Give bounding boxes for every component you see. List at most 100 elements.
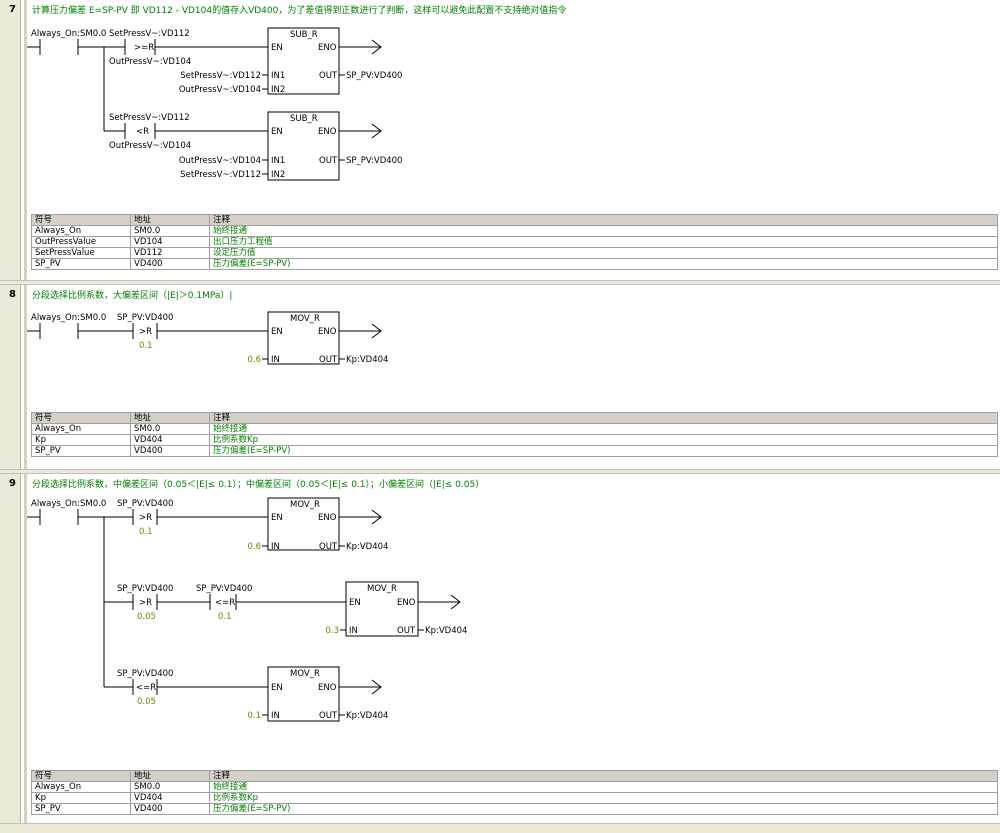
out-operand[interactable]: Kp:VD404 <box>346 711 388 721</box>
network-separator <box>0 280 1000 285</box>
contact-label[interactable]: Always_On:SM0.0 <box>31 313 106 323</box>
compare-top-operand[interactable]: SP_PV:VD400 <box>117 669 173 679</box>
compare-top-operand[interactable]: SP_PV:VD400 <box>117 499 173 509</box>
eno-pin: ENO <box>397 598 416 608</box>
network-number-gutter: 8 <box>0 285 21 470</box>
comment-header: 注释 <box>209 214 998 226</box>
in1-pin: IN1 <box>271 156 285 166</box>
in1-operand[interactable]: SetPressV~:VD112 <box>180 71 261 81</box>
ladder-diagram: Always_On:SM0.0 SP_PV:VD400 >R 0.1 MOV_R… <box>27 497 467 722</box>
eno-pin: ENO <box>318 127 337 137</box>
out-pin: OUT <box>319 711 338 721</box>
eno-pin: ENO <box>318 683 337 693</box>
en-pin: EN <box>271 327 283 337</box>
compare-operator: >=R <box>134 43 154 53</box>
block-name: MOV_R <box>290 500 320 510</box>
compare-bottom-operand[interactable]: 0.05 <box>137 612 156 622</box>
in2-pin: IN2 <box>271 85 285 95</box>
network-title[interactable]: 分段选择比例系数，中偏差区间（0.05＜|E|≤ 0.1）；中偏差区间（0.05… <box>32 480 485 490</box>
compare-operator: <=R <box>215 598 235 608</box>
en-pin: EN <box>271 513 283 523</box>
compare-bottom-operand[interactable]: OutPressV~:VD104 <box>109 57 191 67</box>
in-pin: IN <box>271 711 280 721</box>
network-number: 8 <box>9 289 16 300</box>
compare-bottom-operand[interactable]: 0.1 <box>218 612 232 622</box>
compare-operator: <R <box>136 127 149 137</box>
symbol-header: 符号 <box>31 214 131 226</box>
comment-header: 注释 <box>209 412 998 424</box>
bottom-scroll-area <box>0 823 1000 833</box>
compare-operator: >R <box>139 513 152 523</box>
in1-operand[interactable]: OutPressV~:VD104 <box>179 156 261 166</box>
contact-label[interactable]: Always_On:SM0.0 <box>31 499 106 509</box>
block-name: MOV_R <box>290 314 320 324</box>
compare-bottom-operand[interactable]: OutPressV~:VD104 <box>109 141 191 151</box>
network-9[interactable]: 9 分段选择比例系数，中偏差区间（0.05＜|E|≤ 0.1）；中偏差区间（0.… <box>0 474 1000 823</box>
compare-top-operand[interactable]: SP_PV:VD400 <box>117 584 173 594</box>
in-pin: IN <box>271 542 280 552</box>
in-operand[interactable]: 0.3 <box>325 626 339 636</box>
in-operand[interactable]: 0.1 <box>247 711 261 721</box>
compare-operator: <=R <box>136 683 156 693</box>
out-pin: OUT <box>319 355 338 365</box>
compare-top-operand[interactable]: SP_PV:VD400 <box>196 584 252 594</box>
out-pin: OUT <box>319 542 338 552</box>
network-7[interactable]: 7 计算压力偏差 E=SP-PV 即 VD112 - VD104的值存入VD40… <box>0 0 1000 280</box>
compare-top-operand[interactable]: SetPressV~:VD112 <box>109 113 190 123</box>
address-header: 地址 <box>130 412 210 424</box>
en-pin: EN <box>271 127 283 137</box>
eno-pin: ENO <box>318 43 337 53</box>
out-operand[interactable]: Kp:VD404 <box>425 626 467 636</box>
compare-top-operand[interactable]: SetPressV~:VD112 <box>109 29 190 39</box>
power-rail <box>24 0 27 280</box>
ladder-diagram: Always_On:SM0.0 SP_PV:VD400 >R 0.1 MOV_R… <box>27 311 388 365</box>
network-number-gutter: 9 <box>0 474 21 823</box>
power-rail <box>24 474 27 823</box>
network-number: 9 <box>9 478 16 489</box>
in2-operand[interactable]: OutPressV~:VD104 <box>179 85 261 95</box>
out-operand[interactable]: Kp:VD404 <box>346 542 388 552</box>
compare-top-operand[interactable]: SP_PV:VD400 <box>117 313 173 323</box>
in-operand[interactable]: 0.6 <box>247 542 261 552</box>
compare-bottom-operand[interactable]: 0.1 <box>139 527 153 537</box>
contact-label[interactable]: Always_On:SM0.0 <box>31 29 106 39</box>
en-pin: EN <box>271 43 283 53</box>
compare-bottom-operand[interactable]: 0.1 <box>139 341 153 351</box>
network-title[interactable]: 计算压力偏差 E=SP-PV 即 VD112 - VD104的值存入VD400，… <box>32 6 567 16</box>
network-title[interactable]: 分段选择比例系数，大偏差区间（|E|＞0.1MPa）| <box>32 291 233 301</box>
address-header: 地址 <box>130 770 210 782</box>
address-header: 地址 <box>130 214 210 226</box>
compare-bottom-operand[interactable]: 0.05 <box>137 697 156 707</box>
in2-operand[interactable]: SetPressV~:VD112 <box>180 170 261 180</box>
in-operand[interactable]: 0.6 <box>247 355 261 365</box>
network-number: 7 <box>9 4 16 15</box>
eno-pin: ENO <box>318 327 337 337</box>
out-operand[interactable]: SP_PV:VD400 <box>346 71 402 81</box>
out-pin: OUT <box>319 71 338 81</box>
in-pin: IN <box>271 355 280 365</box>
in1-pin: IN1 <box>271 71 285 81</box>
out-pin: OUT <box>319 156 338 166</box>
compare-operator: >R <box>139 598 152 608</box>
block-name: MOV_R <box>290 669 320 679</box>
out-operand[interactable]: Kp:VD404 <box>346 355 388 365</box>
en-pin: EN <box>349 598 361 608</box>
block-name: SUB_R <box>290 114 318 124</box>
symbol-header: 符号 <box>31 412 131 424</box>
out-operand[interactable]: SP_PV:VD400 <box>346 156 402 166</box>
network-8[interactable]: 8 分段选择比例系数，大偏差区间（|E|＞0.1MPa）| Always_On:… <box>0 285 1000 470</box>
compare-operator: >R <box>139 327 152 337</box>
symbol-header: 符号 <box>31 770 131 782</box>
